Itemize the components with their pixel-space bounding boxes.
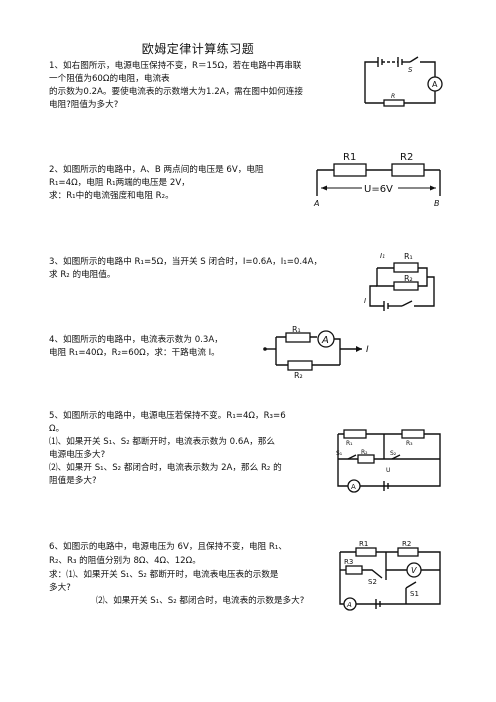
q5-s1-label: S₁ <box>336 450 343 457</box>
q3-line-1: 3、如图所示的电路中 R₁=5Ω，当开关 S 闭合时，I=0.6A，I₁=0.4… <box>49 257 323 267</box>
q4-r2-label: R₂ <box>294 371 303 380</box>
q6-r1-label: R1 <box>359 540 368 548</box>
q2-point-b: B <box>434 199 440 208</box>
q5-circuit-diagram: R₁ R₃ S₁ R₂ S₂ U A <box>336 429 441 493</box>
q3-circuit-diagram: I₁ R₁ R₂ I <box>364 252 435 311</box>
q6-line-2: R₂、R₃ 的阻值分别为 8Ω、4Ω、12Ω。 <box>49 556 201 566</box>
q1-line-2: 一个阻值为60Ω的电阻，电流表 <box>49 74 170 84</box>
q5-line-6: 阻值是多大? <box>49 476 97 486</box>
q6-line-1: 6、如图示的电路中，电源电压为 6V，且保持不变，电阻 R₁、 <box>49 542 287 552</box>
q6-line-5: ⑵、如果开关 S₁、S₂ 都闭合时，电流表的示数是多大? <box>96 596 305 606</box>
q5-line-3: ⑴、如果开关 S₁、S₂ 都断开时，电流表示数为 0.6A，那么 <box>49 437 276 447</box>
q2-r1-label: R1 <box>343 152 356 163</box>
q5-line-5: ⑵、如果开 S₁、S₂ 都闭合时，电流表示数为 2A，那么 R₂ 的 <box>49 463 282 473</box>
q3-i-label: I <box>364 297 366 305</box>
q5-line-1: 5、如图所示的电路中，电源电压若保持不变。R₁=4Ω，R₃=6 <box>49 411 286 421</box>
q5-line-4: 电源电压多大? <box>49 450 106 460</box>
q1-switch-label: S <box>408 66 413 74</box>
q2-line-2: R₁=4Ω，电阻 R₁两端的电压是 2V， <box>49 178 190 188</box>
q1-line-1: 1、如右图所示，电源电压保持不变，R＝15Ω，若在电路中再串联 <box>49 61 302 71</box>
q5-r1-label: R₁ <box>346 440 353 447</box>
q6-r2-label: R2 <box>402 540 411 548</box>
q4-i-label: I <box>366 345 369 355</box>
q2-line-3: 求：R₁中的电流强度和电阻 R₂。 <box>49 191 174 201</box>
q5-line-2: Ω。 <box>49 424 65 434</box>
q3-r1-label: R₁ <box>404 252 413 261</box>
q2-point-a: A <box>313 199 319 208</box>
q4-circuit-diagram: R₁ A R₂ I <box>263 325 369 380</box>
q1-ammeter-label: A <box>432 80 438 89</box>
q5-r2-label: R₂ <box>361 449 368 456</box>
q4-r1-label: R₁ <box>292 325 301 334</box>
q6-line-3: 求：⑴、如果开关 S₁、S₂ 都断开时，电流表电压表的示数是 <box>49 570 279 580</box>
q6-s2-label: S2 <box>368 578 377 586</box>
q5-u-label: U <box>386 467 390 474</box>
q1-circuit-diagram: S A R <box>364 56 443 107</box>
q1-line-3: 的示数为0.2A。要使电流表的示数增大为1.2A，需在图中如何连接 <box>49 87 303 97</box>
q6-line-4: 多大? <box>49 583 71 593</box>
q6-r3-label: R3 <box>344 558 353 566</box>
q1-resistor-label: R <box>391 93 395 100</box>
q6-voltmeter-label: V <box>411 566 417 575</box>
q4-line-1: 4、如图所示的电路中，电流表示数为 0.3A， <box>49 335 223 345</box>
q6-circuit-diagram: R1 R2 R3 S2 V S1 A <box>339 540 441 611</box>
q5-ammeter-label: A <box>351 483 356 491</box>
q3-r2-label: R₂ <box>404 274 413 283</box>
page-title: 欧姆定律计算练习题 <box>141 42 255 56</box>
q4-line-2: 电阻 R₁=40Ω，R₂=60Ω，求：干路电流 I。 <box>49 348 220 358</box>
q5-r3-label: R₃ <box>406 440 413 447</box>
q6-ammeter-label: A <box>346 601 352 609</box>
q6-s1-label: S1 <box>410 590 419 598</box>
q3-i1-label: I₁ <box>380 252 385 260</box>
q4-ammeter-label: A <box>321 335 329 346</box>
q5-s2-label: S₂ <box>390 450 397 457</box>
q2-circuit-diagram: R1 R2 U=6V A B <box>313 152 441 208</box>
q2-r2-label: R2 <box>400 152 413 163</box>
q2-line-1: 2、如图所示的电路中，A、B 两点间的电压是 6V，电阻 <box>49 165 264 175</box>
q3-line-2: 求 R₂ 的电阻值。 <box>49 270 116 280</box>
q2-voltage-label: U=6V <box>364 184 393 195</box>
q1-line-4: 电阻?阻值为多大? <box>49 100 119 110</box>
